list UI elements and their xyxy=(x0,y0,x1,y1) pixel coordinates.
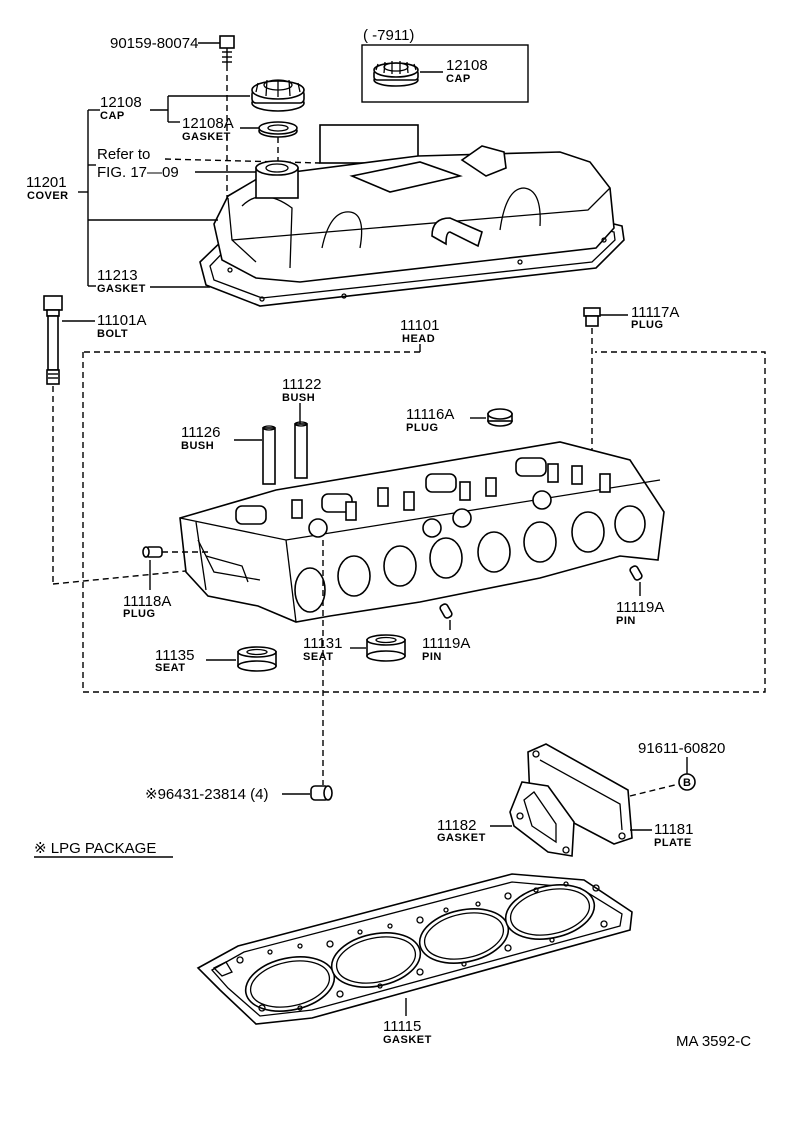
seat2-drawing xyxy=(366,634,406,662)
lpg-legend: ※ LPG PACKAGE xyxy=(34,840,173,858)
pin-mid-number: 11119A xyxy=(422,635,470,652)
plate-gasket-drawing xyxy=(509,781,575,857)
lpg-legend-text: ※ LPG PACKAGE xyxy=(34,840,156,857)
screw-callout: 91611-60820 B xyxy=(629,740,725,797)
bush-callouts: 11122 BUSH 11126 BUSH xyxy=(181,376,322,485)
refer-line1: Refer to xyxy=(97,146,150,163)
seat1-drawing xyxy=(237,646,277,672)
valve-guides xyxy=(291,463,611,521)
inset-box: ( -7911) 12108 CAP xyxy=(361,27,529,103)
cap-gasket-number: 12108A xyxy=(182,115,234,132)
pin-mid-drawing xyxy=(439,603,453,619)
plug-mid-number: 11116A xyxy=(406,406,454,423)
pin-right-callout: 11119A PIN xyxy=(616,565,664,627)
bush2-drawing xyxy=(262,425,276,485)
inset-range: ( -7911) xyxy=(363,27,414,44)
screw-symbol: B xyxy=(683,777,691,789)
head-gasket-drawing xyxy=(196,873,633,1025)
plug-mid-name: PLUG xyxy=(406,422,439,434)
valve-cover-drawing xyxy=(199,145,625,307)
refer-line2: FIG. 17—09 xyxy=(97,164,179,181)
plug-top-name: PLUG xyxy=(631,319,664,331)
refer-label-box xyxy=(319,124,419,164)
cover-number: 11201 xyxy=(26,174,67,191)
cap-name: CAP xyxy=(100,110,125,122)
plate-callout: 11181 PLATE xyxy=(630,821,694,849)
cover-name: COVER xyxy=(27,190,69,202)
bush1-number: 11122 xyxy=(282,376,322,393)
cylinder-head-drawing xyxy=(179,441,665,623)
cap-gasket-name: GASKET xyxy=(182,131,231,143)
screw-number: 91611-60820 xyxy=(638,740,725,757)
head-gasket-number: 11115 xyxy=(383,1018,421,1035)
cap-number: 12108 xyxy=(100,94,142,111)
lpg-part-drawing xyxy=(310,785,333,801)
top-bolt-callout: 90159-80074 xyxy=(110,35,235,65)
plate-name: PLATE xyxy=(654,837,692,849)
cap-callout: 12108 CAP 12108A GASKET xyxy=(100,94,259,143)
plate-gasket-name: GASKET xyxy=(437,832,486,844)
inset-part-no: 12108 xyxy=(446,57,488,74)
seat2-callout: 11131 SEAT xyxy=(303,634,406,663)
inset-part-name: CAP xyxy=(446,73,471,85)
bush1-name: BUSH xyxy=(282,392,315,404)
pin-right-name: PIN xyxy=(616,615,636,627)
plug-mid-callout: 11116A PLUG xyxy=(406,406,513,434)
plug-top-callout: 11117A PLUG xyxy=(583,304,679,470)
plate-gasket-callout: 11182 GASKET xyxy=(437,817,512,844)
seat1-callout: 11135 SEAT xyxy=(155,646,277,674)
seat1-name: SEAT xyxy=(155,662,186,674)
plug-left-drawing xyxy=(142,546,163,558)
plug-top-drawing xyxy=(583,307,601,327)
plate-number: 11181 xyxy=(654,821,694,838)
bush2-name: BUSH xyxy=(181,440,214,452)
head-bolt-drawing xyxy=(43,295,63,385)
head-number: 11101 xyxy=(400,317,440,334)
head-assembly-box: 11101 HEAD xyxy=(82,317,766,693)
plug-top-number: 11117A xyxy=(631,304,679,321)
cover-gasket-name: GASKET xyxy=(97,283,146,295)
bush1-drawing xyxy=(294,421,308,479)
cover-callout: 11201 COVER xyxy=(26,109,218,287)
pin-mid-name: PIN xyxy=(422,651,442,663)
lpg-part-callout: ※96431-23814 (4) xyxy=(145,785,333,803)
head-gasket-name: GASKET xyxy=(383,1034,432,1046)
plug-left-name: PLUG xyxy=(123,608,156,620)
top-bolt-drawing xyxy=(219,35,235,65)
head-gasket-callout: 11115 GASKET xyxy=(383,998,432,1046)
pin-right-drawing xyxy=(629,565,643,581)
oil-cap-drawing xyxy=(251,79,305,112)
pin-mid-callout: 11119A PIN xyxy=(422,603,470,663)
plug-mid-drawing xyxy=(487,408,513,427)
inset-cap-drawing xyxy=(373,61,419,87)
bolt-top-number: 90159-80074 xyxy=(110,35,198,52)
seat2-name: SEAT xyxy=(303,651,334,663)
cover-gasket-number: 11213 xyxy=(97,267,138,284)
head-bolt-callout: 11101A BOLT xyxy=(43,295,197,585)
lpg-part-number: ※96431-23814 (4) xyxy=(145,786,269,803)
seat1-number: 11135 xyxy=(155,647,195,664)
plug-left-number: 11118A xyxy=(123,593,171,610)
head-name: HEAD xyxy=(402,333,435,345)
bush2-number: 11126 xyxy=(181,424,221,441)
plate-gasket-number: 11182 xyxy=(437,817,477,834)
head-bolt-name: BOLT xyxy=(97,328,128,340)
pin-right-number: 11119A xyxy=(616,599,664,616)
head-bolt-number: 11101A xyxy=(97,312,147,329)
cap-gasket-drawing xyxy=(258,121,298,138)
figure-code: MA 3592-C xyxy=(676,1033,751,1050)
cover-gasket-callout: 11213 GASKET xyxy=(97,267,210,295)
plug-left-callout: 11118A PLUG xyxy=(123,546,210,620)
